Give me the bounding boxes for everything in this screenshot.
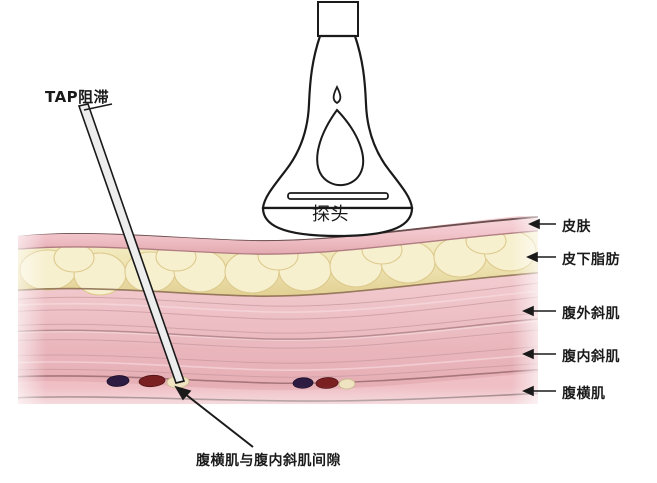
arrow-skin <box>528 218 556 230</box>
label-transversus-abdominis: 腹横肌 <box>562 386 606 402</box>
label-probe: 探头 <box>312 204 349 225</box>
dermis-line <box>18 229 538 255</box>
fascia-eo-io <box>18 317 538 340</box>
probe-cable-stub <box>317 1 359 37</box>
muscle-striations <box>18 281 538 378</box>
probe-transducer-bar <box>287 192 389 200</box>
arrow-caption-to-tap-plane <box>174 385 254 448</box>
probe-footprint-housing <box>261 206 414 238</box>
ultrasound-probe[interactable] <box>261 1 414 238</box>
label-subcutaneous-fat: 皮下脂肪 <box>562 252 620 268</box>
label-external-oblique: 腹外斜肌 <box>562 306 620 322</box>
label-tap-plane-caption: 腹横肌与腹内斜肌间隙 <box>196 453 341 469</box>
leader-lines <box>83 103 556 448</box>
bottom-edge-fade <box>0 386 552 426</box>
tissue-block <box>0 190 552 430</box>
right-edge-fade <box>512 190 552 420</box>
arrow-transversus <box>522 385 556 397</box>
fascia-fat-muscle <box>18 271 538 297</box>
skin-layer <box>18 216 538 255</box>
arrow-external-oblique <box>522 305 556 317</box>
label-skin: 皮肤 <box>562 219 591 235</box>
probe-grip-recess-icon <box>316 108 365 187</box>
probe-marker-small-icon <box>332 84 342 105</box>
muscle-striations-light <box>18 289 538 372</box>
label-internal-oblique: 腹内斜肌 <box>562 349 620 365</box>
leader-tap <box>83 103 113 111</box>
block-needle[interactable] <box>77 103 186 384</box>
needle-bevel-tip <box>175 380 185 384</box>
fascia-tap-plane <box>18 368 538 385</box>
arrow-fat <box>526 251 556 263</box>
label-tap-block: TAP阻滞 <box>45 88 110 106</box>
arrow-internal-oblique <box>522 348 556 360</box>
